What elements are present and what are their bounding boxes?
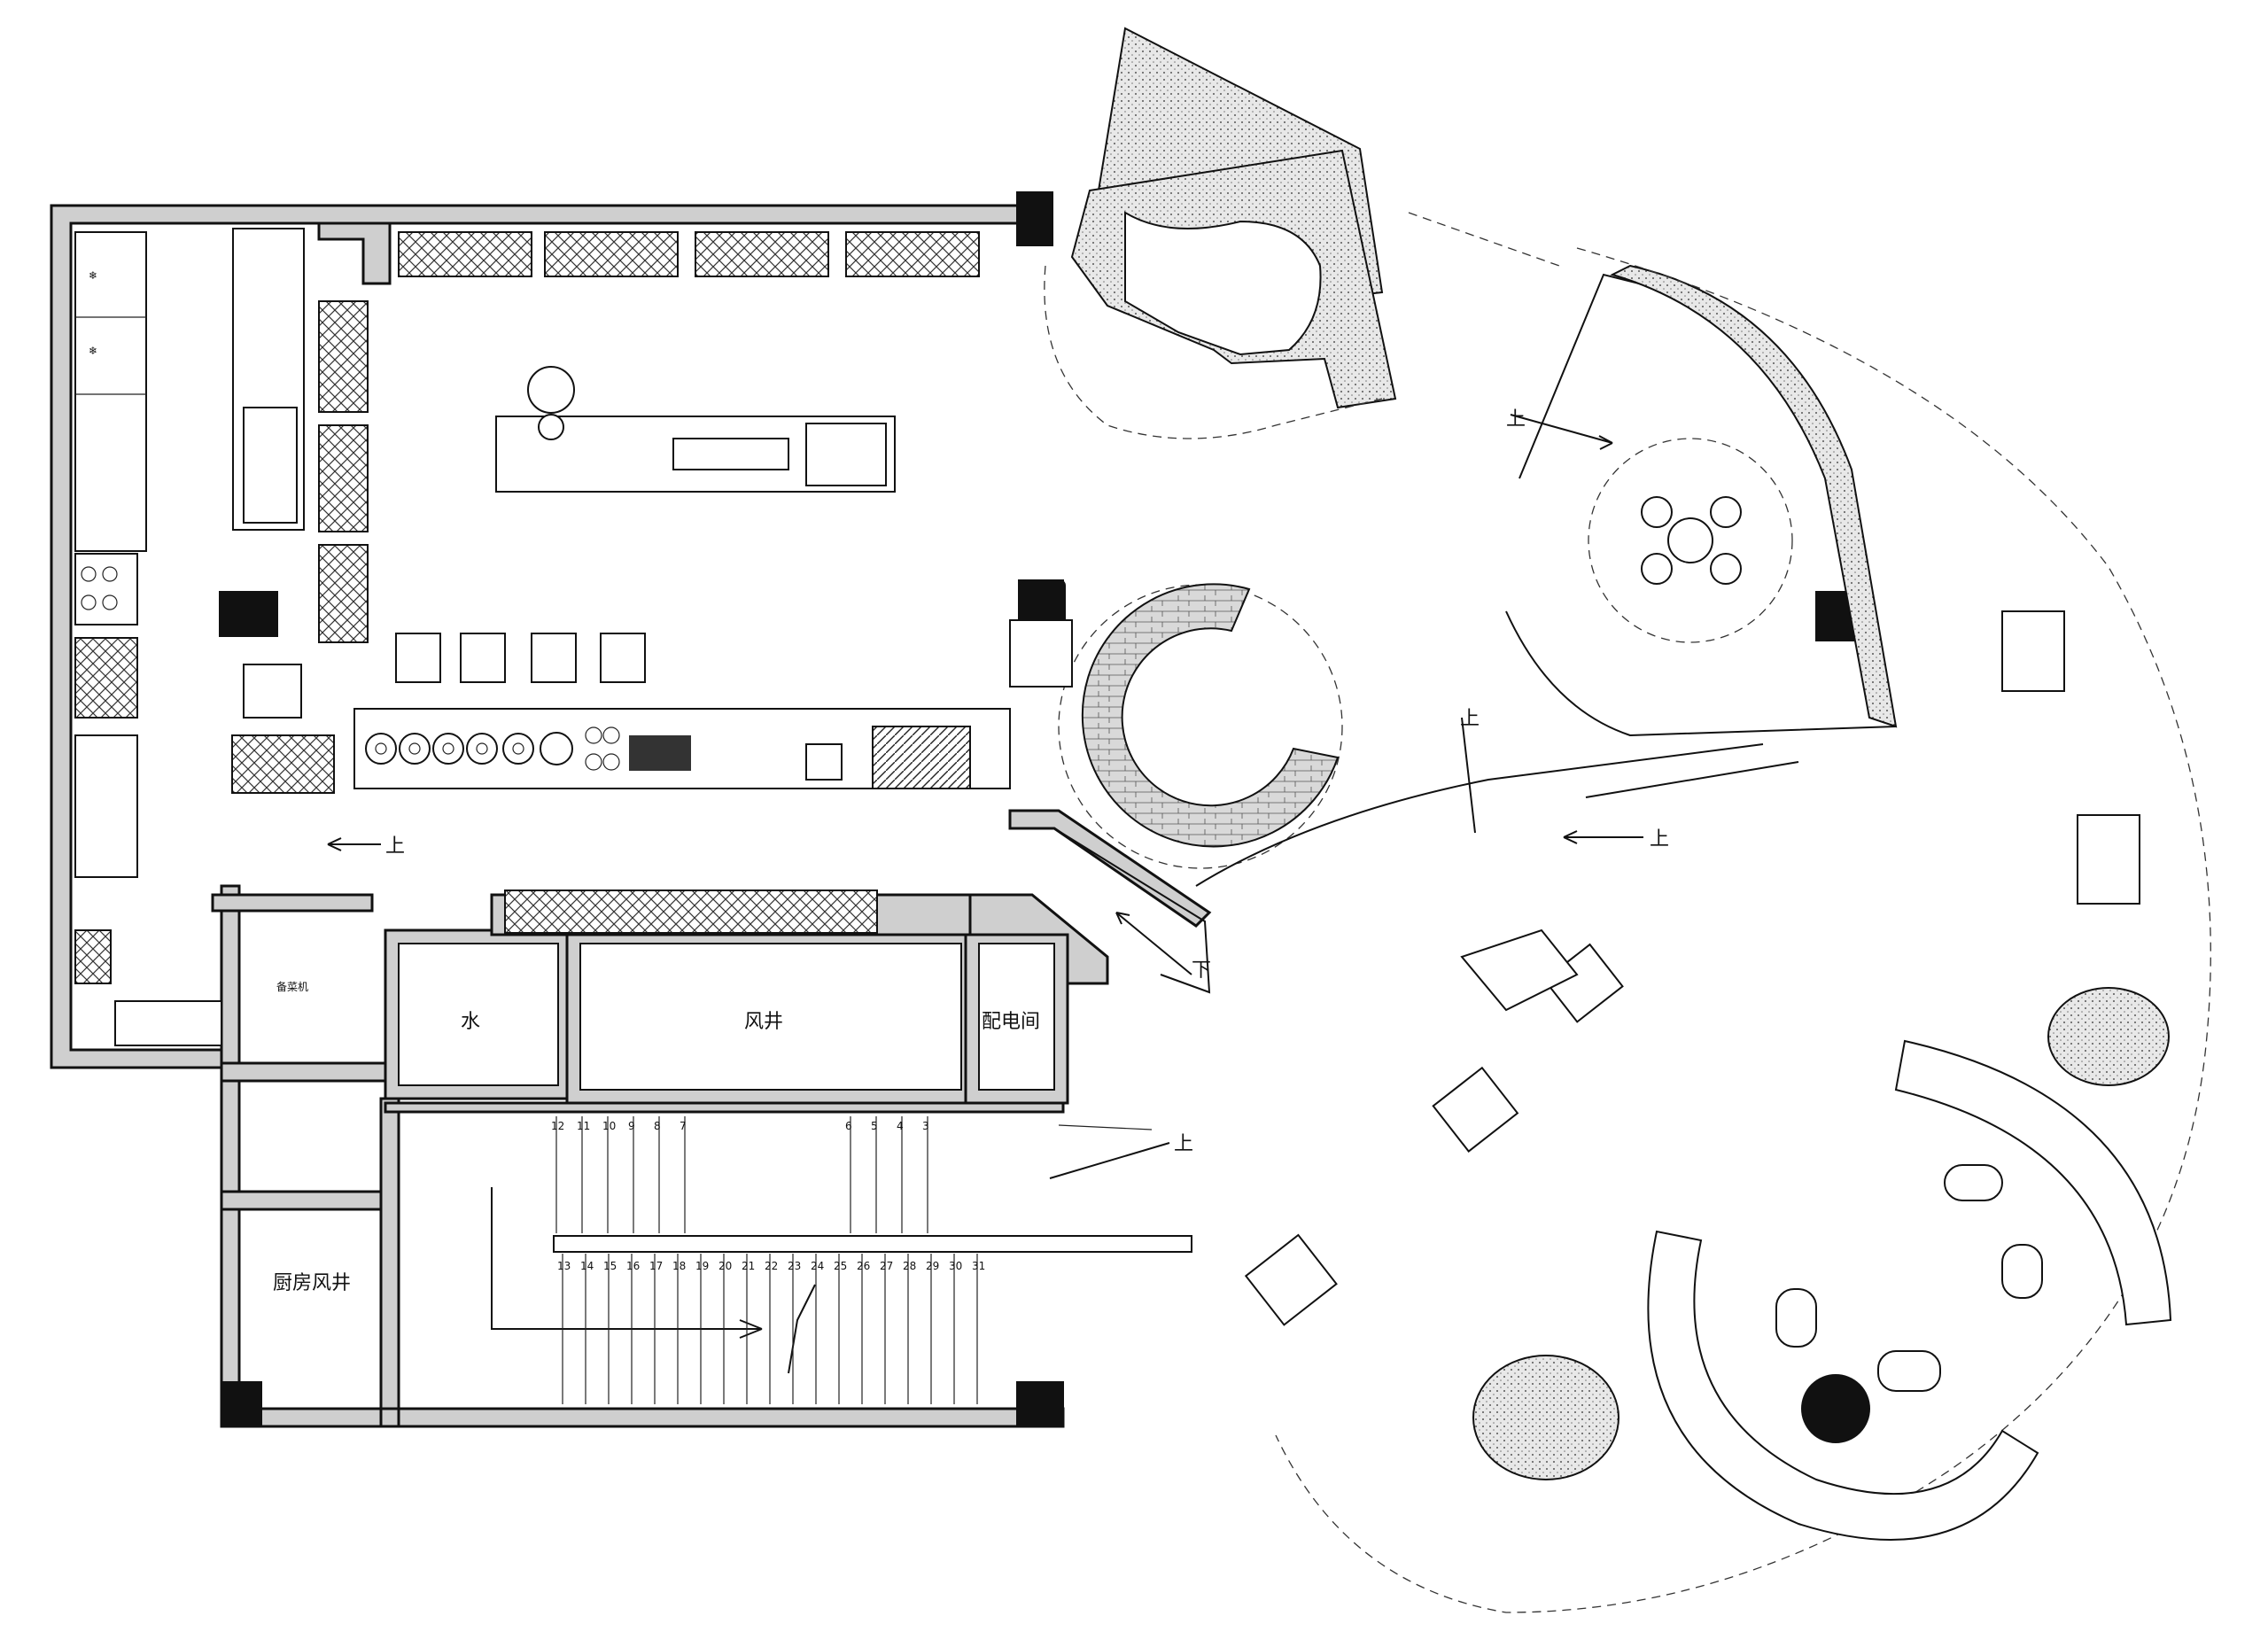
svg-text:❄: ❄ (89, 345, 97, 357)
room-label-water: 水 (461, 1010, 480, 1032)
stair-step-number: 3 (922, 1120, 929, 1132)
up-mark-kitchen: 上 (385, 835, 405, 857)
courtyard (1044, 27, 1560, 439)
stair-step-number: 21 (742, 1260, 755, 1272)
stair-step-number: 5 (871, 1120, 878, 1132)
stair-step-number: 25 (834, 1260, 847, 1272)
stair-step-number: 24 (811, 1260, 824, 1272)
stair-step-number: 4 (897, 1120, 904, 1132)
lounge (1008, 264, 1898, 994)
stair-step-number: 15 (603, 1260, 617, 1272)
up-mark-courtyard: 上 (1506, 408, 1526, 430)
stair-step-number: 12 (551, 1120, 564, 1132)
kitchen-area: ❄ ❄ (74, 228, 1011, 1046)
stair-step-number: 13 (557, 1260, 571, 1272)
room-label-power: 配电间 (982, 1010, 1040, 1032)
stair-step-number: 28 (903, 1260, 916, 1272)
room-labels: 水 风井 配电间 厨房风井 备菜机 (273, 981, 1040, 1294)
stair-step-number: 30 (949, 1260, 962, 1272)
stair-step-number: 14 (580, 1260, 594, 1272)
building-walls (50, 191, 1870, 1443)
stair-step-number: 18 (672, 1260, 686, 1272)
stair-step-number: 20 (718, 1260, 732, 1272)
stair-step-number: 26 (857, 1260, 870, 1272)
stair-step-number: 16 (626, 1260, 640, 1272)
stair-step-number: 22 (765, 1260, 778, 1272)
terrace (1244, 247, 2211, 1613)
up-mark-east: 上 (1650, 827, 1669, 850)
stair-step-number: 27 (880, 1260, 893, 1272)
stair-step-number: 31 (972, 1260, 985, 1272)
stair-step-number: 17 (649, 1260, 663, 1272)
stair-step-number: 8 (654, 1120, 661, 1132)
room-label-kitchen-shaft: 厨房风井 (273, 1271, 351, 1294)
stair-step-number: 19 (695, 1260, 709, 1272)
level-arrows: 上 下 上 上 上 上 (327, 408, 1669, 1179)
stair-step-number: 7 (680, 1120, 687, 1132)
stair-step-number: 6 (845, 1120, 852, 1132)
stair-step-number: 10 (602, 1120, 616, 1132)
stair-step-number: 29 (926, 1260, 939, 1272)
svg-text:❄: ❄ (89, 269, 97, 282)
up-mark-stair: 上 (1174, 1132, 1193, 1154)
stair-step-number: 23 (788, 1260, 801, 1272)
stair-step-number: 11 (577, 1120, 590, 1132)
room-label-shaft: 风井 (744, 1010, 783, 1032)
stair-step-number: 9 (628, 1120, 635, 1132)
up-mark-terrace: 上 (1460, 707, 1480, 729)
room-label-machine: 备菜机 (276, 981, 308, 993)
down-mark-lounge: 下 (1192, 959, 1211, 981)
staircase (491, 1124, 1192, 1374)
